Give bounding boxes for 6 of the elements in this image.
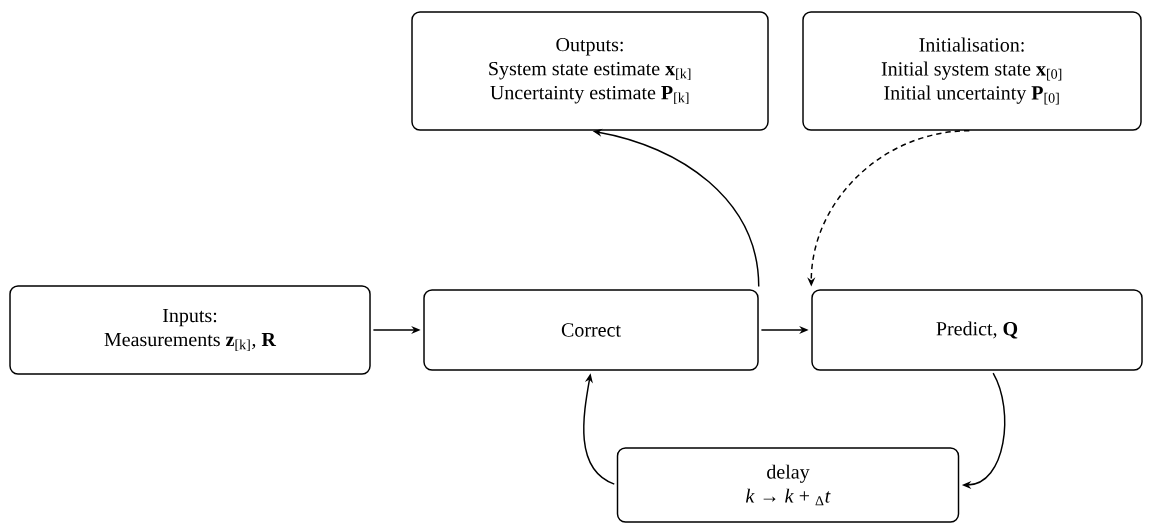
process-box: Predict, Q	[811, 289, 1143, 371]
process-box: Correct	[423, 289, 759, 371]
process-box: Inputs: Measurements z$_{[k]}$, R	[9, 285, 371, 375]
process-box: Outputs: System state estimate x$_{[k]}$ Uncertainty estimate P$_{[k]}$	[411, 11, 769, 131]
process-box: Initialisation: Initial system state x$_{[0]}$ Initial uncertainty P$_{[0]}$	[802, 11, 1142, 131]
process-box: delay k → k + $_{Δ}$t	[616, 447, 960, 523]
